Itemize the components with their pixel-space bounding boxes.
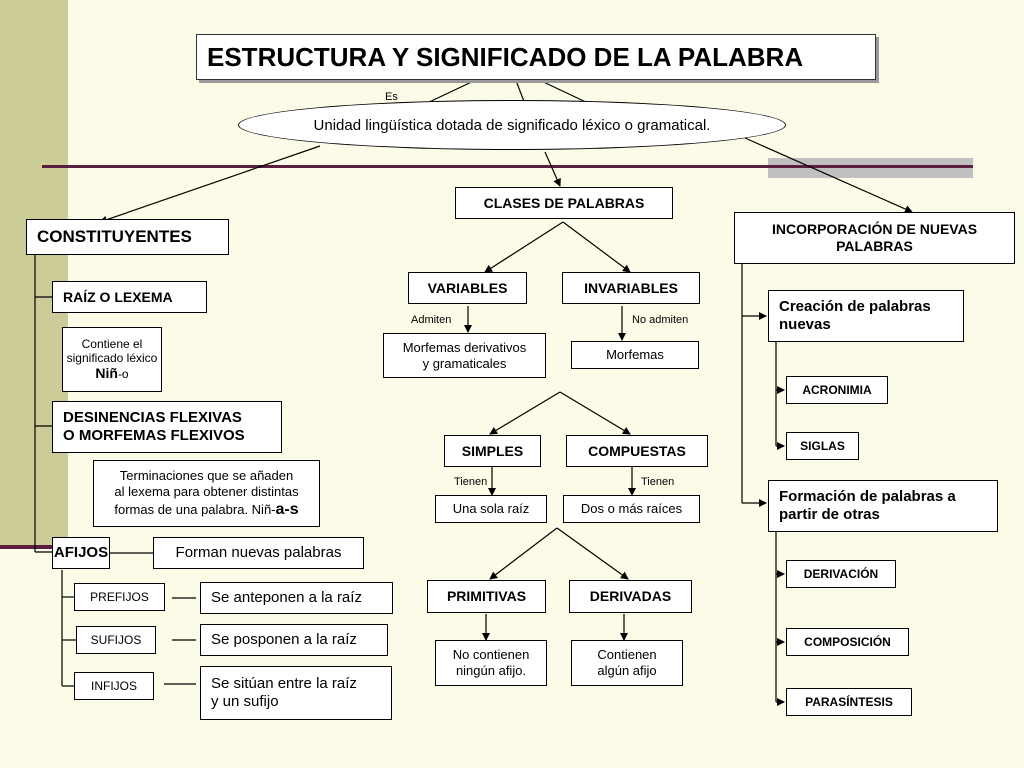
tienen-left-label: Tienen — [454, 476, 488, 488]
morf-deriv-line2: y gramaticales — [422, 355, 507, 371]
grey-accent-bar — [768, 158, 973, 178]
derivadas-box: DERIVADAS — [569, 580, 692, 613]
compuestas-box: COMPUESTAS — [566, 435, 708, 467]
raiz-example-stem: Niñ — [95, 365, 118, 382]
no-contienen-line2: ningún afijo. — [455, 663, 527, 678]
creacion-box: Creación de palabras nuevas — [768, 290, 964, 342]
sufijos-box: SUFIJOS — [76, 626, 156, 654]
infijos-desc-line2: y un sufijo — [211, 693, 279, 710]
siglas-box: SIGLAS — [786, 432, 859, 460]
raiz-desc-box: Contiene el significado léxico Niñ-o — [62, 327, 162, 392]
sufijos-desc-box: Se posponen a la raíz — [200, 624, 388, 656]
contienen-line2: algún afijo — [597, 663, 657, 678]
infijos-box: INFIJOS — [74, 672, 154, 700]
admiten-label: Admiten — [411, 314, 452, 326]
incorporacion-line1: INCORPORACIÓN DE NUEVAS — [771, 221, 978, 238]
prefijos-box: PREFIJOS — [74, 583, 165, 611]
desinencias-desc1: Terminaciones que se añaden — [119, 468, 294, 484]
infijos-desc-line1: Se sitúan entre la raíz — [211, 675, 357, 692]
invariables-box: INVARIABLES — [562, 272, 700, 304]
desinencias-desc3: formas de una palabra. Niñ- — [114, 501, 276, 517]
desinencias-desc3-wrap: formas de una palabra. Niñ-a-s — [114, 500, 298, 519]
divider-line — [42, 165, 973, 168]
desinencias-line1: DESINENCIAS FLEXIVAS — [63, 409, 242, 426]
afijos-box: AFIJOS — [52, 537, 110, 569]
desinencias-desc-box: Terminaciones que se añaden al lexema pa… — [93, 460, 320, 527]
dos-raices-box: Dos o más raíces — [563, 495, 700, 523]
no-contienen-box: No contienen ningún afijo. — [435, 640, 547, 686]
desinencias-example: a-s — [275, 500, 299, 518]
morfemas-box: Morfemas — [571, 341, 699, 369]
morfemas-derivativos-box: Morfemas derivativos y gramaticales — [383, 333, 546, 378]
clases-box: CLASES DE PALABRAS — [455, 187, 673, 219]
incorporacion-box: INCORPORACIÓN DE NUEVAS PALABRAS — [734, 212, 1015, 264]
raiz-example: Niñ-o — [95, 365, 128, 382]
left-accent-band — [0, 0, 68, 548]
composicion-box: COMPOSICIÓN — [786, 628, 909, 656]
simples-box: SIMPLES — [444, 435, 541, 467]
constituyentes-box: CONSTITUYENTES — [26, 219, 229, 255]
page-title: ESTRUCTURA Y SIGNIFICADO DE LA PALABRA — [196, 34, 876, 80]
no-admiten-label: No admiten — [632, 314, 689, 326]
contienen-line1: Contienen — [597, 647, 657, 663]
creacion-line1: Creación de palabras — [779, 298, 931, 315]
formacion-line1: Formación de palabras a — [779, 488, 956, 505]
desinencias-box: DESINENCIAS FLEXIVAS O MORFEMAS FLEXIVOS — [52, 401, 282, 453]
infijos-desc-box: Se sitúan entre la raíz y un sufijo — [200, 666, 392, 720]
creacion-line2: nuevas — [779, 316, 831, 333]
raiz-example-suffix: -o — [117, 367, 129, 382]
definition-ellipse: Unidad lingüística dotada de significado… — [238, 100, 786, 150]
tienen-right-label: Tienen — [641, 476, 675, 488]
variables-box: VARIABLES — [408, 272, 527, 304]
primitivas-box: PRIMITIVAS — [427, 580, 546, 613]
definition-text: Unidad lingüística dotada de significado… — [313, 116, 711, 134]
acronimia-box: ACRONIMIA — [786, 376, 888, 404]
incorporacion-line2: PALABRAS — [836, 238, 913, 254]
parasintesis-box: PARASÍNTESIS — [786, 688, 912, 716]
prefijos-desc-box: Se anteponen a la raíz — [200, 582, 393, 614]
desinencias-line2: O MORFEMAS FLEXIVOS — [63, 427, 245, 444]
morf-deriv-line1: Morfemas derivativos — [402, 339, 527, 355]
contienen-box: Contienen algún afijo — [571, 640, 683, 686]
raiz-box: RAÍZ O LEXEMA — [52, 281, 207, 313]
formacion-box: Formación de palabras a partir de otras — [768, 480, 998, 532]
derivacion-box: DERIVACIÓN — [786, 560, 896, 588]
es-label: Es — [385, 91, 398, 103]
afijos-desc-box: Forman nuevas palabras — [153, 537, 364, 569]
desinencias-desc2: al lexema para obtener distintas — [114, 483, 299, 499]
raiz-desc-text: Contiene el significado léxico — [66, 336, 158, 366]
no-contienen-line1: No contienen — [452, 647, 530, 663]
formacion-line2: partir de otras — [779, 506, 880, 523]
una-raiz-box: Una sola raíz — [435, 495, 547, 523]
